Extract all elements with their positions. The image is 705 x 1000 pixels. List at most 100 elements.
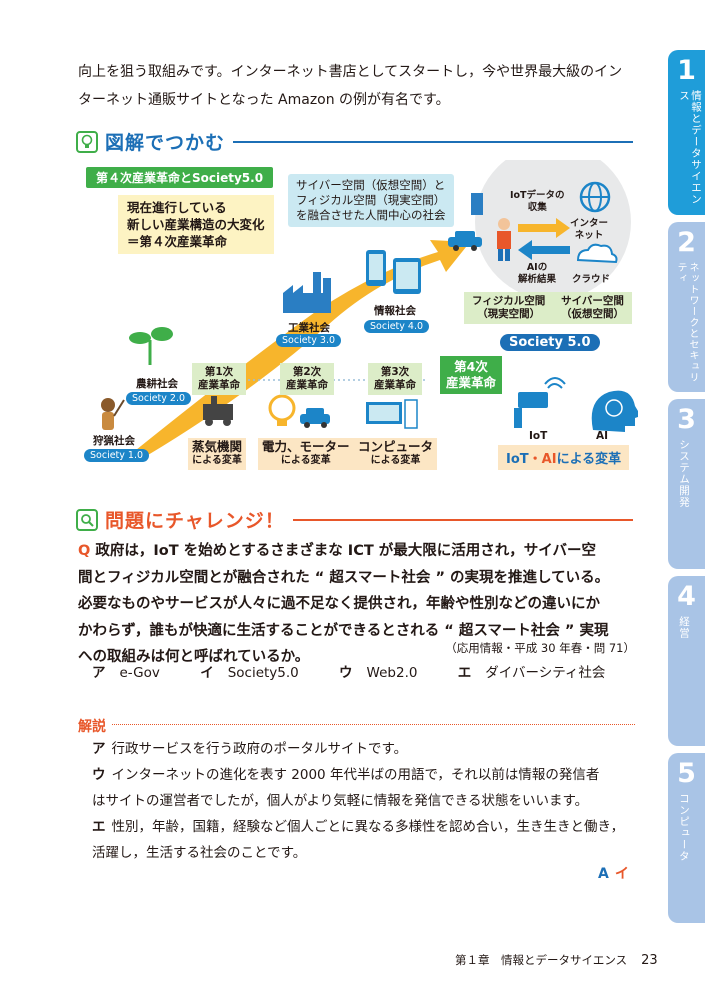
revolution-4-num: 第4次 <box>454 359 488 374</box>
diagram-graphics <box>101 160 638 455</box>
society-2-name: 農耕社会 <box>136 378 178 390</box>
revolution-4-label: 産業革命 <box>446 375 497 390</box>
chapter-tab-1[interactable]: 1 情報とデータサイエンス <box>668 50 705 215</box>
physical-space-box: フィジカル空間 （現実空間） <box>464 292 554 324</box>
explanation-e-cont: 活躍し，生活する社会のことです。 <box>92 845 307 861</box>
cloud-icon <box>576 243 618 264</box>
revolution-1-num: 第1次 <box>204 366 234 378</box>
society-1-badge: Society 1.0 <box>84 449 150 462</box>
download-arrow <box>518 240 570 260</box>
person-icon <box>497 218 511 261</box>
iot-camera-icon <box>514 377 566 428</box>
chapter-tab-1-num: 1 <box>677 55 696 86</box>
diagram-top-label: 第４次産業革命とSociety5.0 <box>86 167 274 188</box>
internet-line-1: インター <box>570 218 609 229</box>
factory-icon <box>283 272 331 313</box>
explanation-u-cont: はサイトの運営者でしたが，個人がより気軽に情報を発信できる状態をいいます。 <box>92 793 589 809</box>
chapter-tab-1-label: 情報とデータサイエンス <box>678 90 702 205</box>
society-3-name: 工業社会 <box>288 322 330 334</box>
challenge-heading: 問題にチャレンジ！ <box>76 506 633 533</box>
question-block: Q 政府は，IoT を始めとするさまざまな ICT が最大限に活用され，サイバー… <box>78 538 638 671</box>
industrial-change-box: 現在進行している 新しい産業構造の大変化 ＝第４次産業革命 <box>118 195 274 254</box>
era-steam-sub: による変革 <box>192 455 242 466</box>
magnifier-icon <box>76 508 98 531</box>
era-computer-sub: による変革 <box>370 455 421 466</box>
option-u-text: Web2.0 <box>366 665 418 681</box>
ai-result-label: AIの 解析結果 <box>518 262 556 286</box>
evolution-arrow <box>136 240 470 455</box>
explanation-a: ア行政サービスを行う政府のポータルサイトです。 <box>92 736 407 762</box>
society-diagram: 第４次産業革命とSociety5.0 現在進行している 新しい産業構造の大変化 … <box>78 160 638 475</box>
figure-heading-rule <box>233 140 634 143</box>
society-4-badge: Society 4.0 <box>364 320 430 333</box>
exp-e-line-1: 性別，年齢，国籍，経験など個人ごとに異なる多様性を認め合い，生き生きと働き， <box>111 819 625 835</box>
chapter-tab-3[interactable]: 3 システム開発 <box>668 399 705 569</box>
explanation-e: エ性別，年齢，国籍，経験など個人ごとに異なる多様性を認め合い，生き生きと働き， <box>92 814 624 840</box>
revolution-3-label: 産業革命 <box>374 379 416 391</box>
revolution-2-label: 産業革命 <box>286 379 328 391</box>
change-line-3: ＝第４次産業革命 <box>127 234 228 249</box>
chapter-tab-4[interactable]: 4 経営 <box>668 576 705 746</box>
chapter-tab-3-num: 3 <box>677 404 696 435</box>
society-1-name: 狩猟社会 <box>93 435 135 447</box>
change-line-2: 新しい産業構造の大変化 <box>127 217 265 232</box>
change-line-1: 現在進行している <box>127 200 227 215</box>
exp-a-line-1: 行政サービスを行う政府のポータルサイトです。 <box>111 741 408 757</box>
cyber-space-box: サイバー空間 （仮想空間） <box>553 292 632 324</box>
society-2-badge: Society 2.0 <box>126 392 192 405</box>
ai-label: AI <box>596 430 609 442</box>
chapter-tab-3-label: システム開発 <box>678 439 690 508</box>
society-4-name: 情報社会 <box>374 305 416 317</box>
note-line-1: サイバー空間（仮想空間）と <box>296 178 446 192</box>
figure-title: 図解でつかむ <box>105 132 226 154</box>
chapter-tab-5-num: 5 <box>677 758 696 789</box>
chapter-tab-4-label: 経営 <box>678 616 690 639</box>
challenge-title: 問題にチャレンジ！ <box>105 510 285 532</box>
option-e-key: エ <box>457 665 472 681</box>
iot-ai-change-box: IoT・AIによる変革 <box>498 445 630 470</box>
era-computer-main: コンピュータ <box>358 439 434 454</box>
question-line-1: Q 政府は，IoT を始めとするさまざまな ICT が最大限に活用され，サイバー… <box>78 538 638 565</box>
intro-line-1: 向上を狙う取組みです。インターネット書店としてスタートし，今や世界最大級のイン <box>78 64 623 80</box>
chapter-tab-2[interactable]: 2 ネットワークとセキュリティ <box>668 222 705 392</box>
chapter-tab-5-label: コンピュータ <box>678 793 690 862</box>
option-i-text: Society5.0 <box>227 665 299 681</box>
car-icon-small <box>300 408 330 428</box>
revolution-4: 第4次 産業革命 <box>440 356 503 394</box>
globe-icon <box>579 181 611 213</box>
iot-data-label: IoTデータの 収集 <box>510 190 565 214</box>
question-line-5: への取組みは何と呼ばれているか。 <box>78 649 310 665</box>
iot-ai-part-2: AI <box>541 452 557 467</box>
explanation-rule <box>112 724 635 725</box>
answer-value: イ <box>614 866 629 882</box>
computer-icon <box>366 399 418 429</box>
challenge-heading-rule <box>292 518 633 521</box>
era-electric-sub: による変革 <box>280 455 331 466</box>
revolution-1-label: 産業革命 <box>198 379 240 391</box>
chapter-tab-2-label: ネットワークとセキュリティ <box>675 262 698 383</box>
note-line-2: フィジカル空間（現実空間） <box>296 193 446 207</box>
explanation-title: 解説 <box>78 719 106 735</box>
exp-a-key: ア <box>92 741 106 757</box>
era-electric-main: 電力、モーター <box>262 439 350 454</box>
q-mark: Q <box>78 543 91 559</box>
hunter-figure <box>101 398 125 430</box>
page-footer: 第１章 情報とデータサイエンス 23 <box>455 952 658 968</box>
ai-result-line-1: AIの <box>526 262 548 273</box>
human-centered-society-note: サイバー空間（仮想空間）と フィジカル空間（現実空間） を融合させた人間中心の社… <box>288 174 454 227</box>
revolution-1: 第1次 産業革命 <box>192 363 246 395</box>
page-number: 23 <box>641 953 658 968</box>
option-i-key: イ <box>200 665 214 681</box>
iot-label: IoT <box>529 430 548 442</box>
smartphone-tablet-icon <box>366 250 421 294</box>
revolution-3-num: 第3次 <box>380 366 410 378</box>
cyber-line-1: サイバー空間 <box>561 295 624 307</box>
era-steam-main: 蒸気機関 <box>192 439 243 454</box>
cloud-label: クラウド <box>572 274 611 285</box>
chapter-tab-5[interactable]: 5 コンピュータ <box>668 753 705 923</box>
explanation-u: ウインターネットの進化を表す 2000 年代半ばの用語で，それ以前は情報の発信者 <box>92 762 599 788</box>
internet-line-2: ネット <box>574 230 604 241</box>
footer-chapter: 第１章 情報とデータサイエンス <box>455 953 628 967</box>
cyber-line-2: （仮想空間） <box>561 308 624 320</box>
